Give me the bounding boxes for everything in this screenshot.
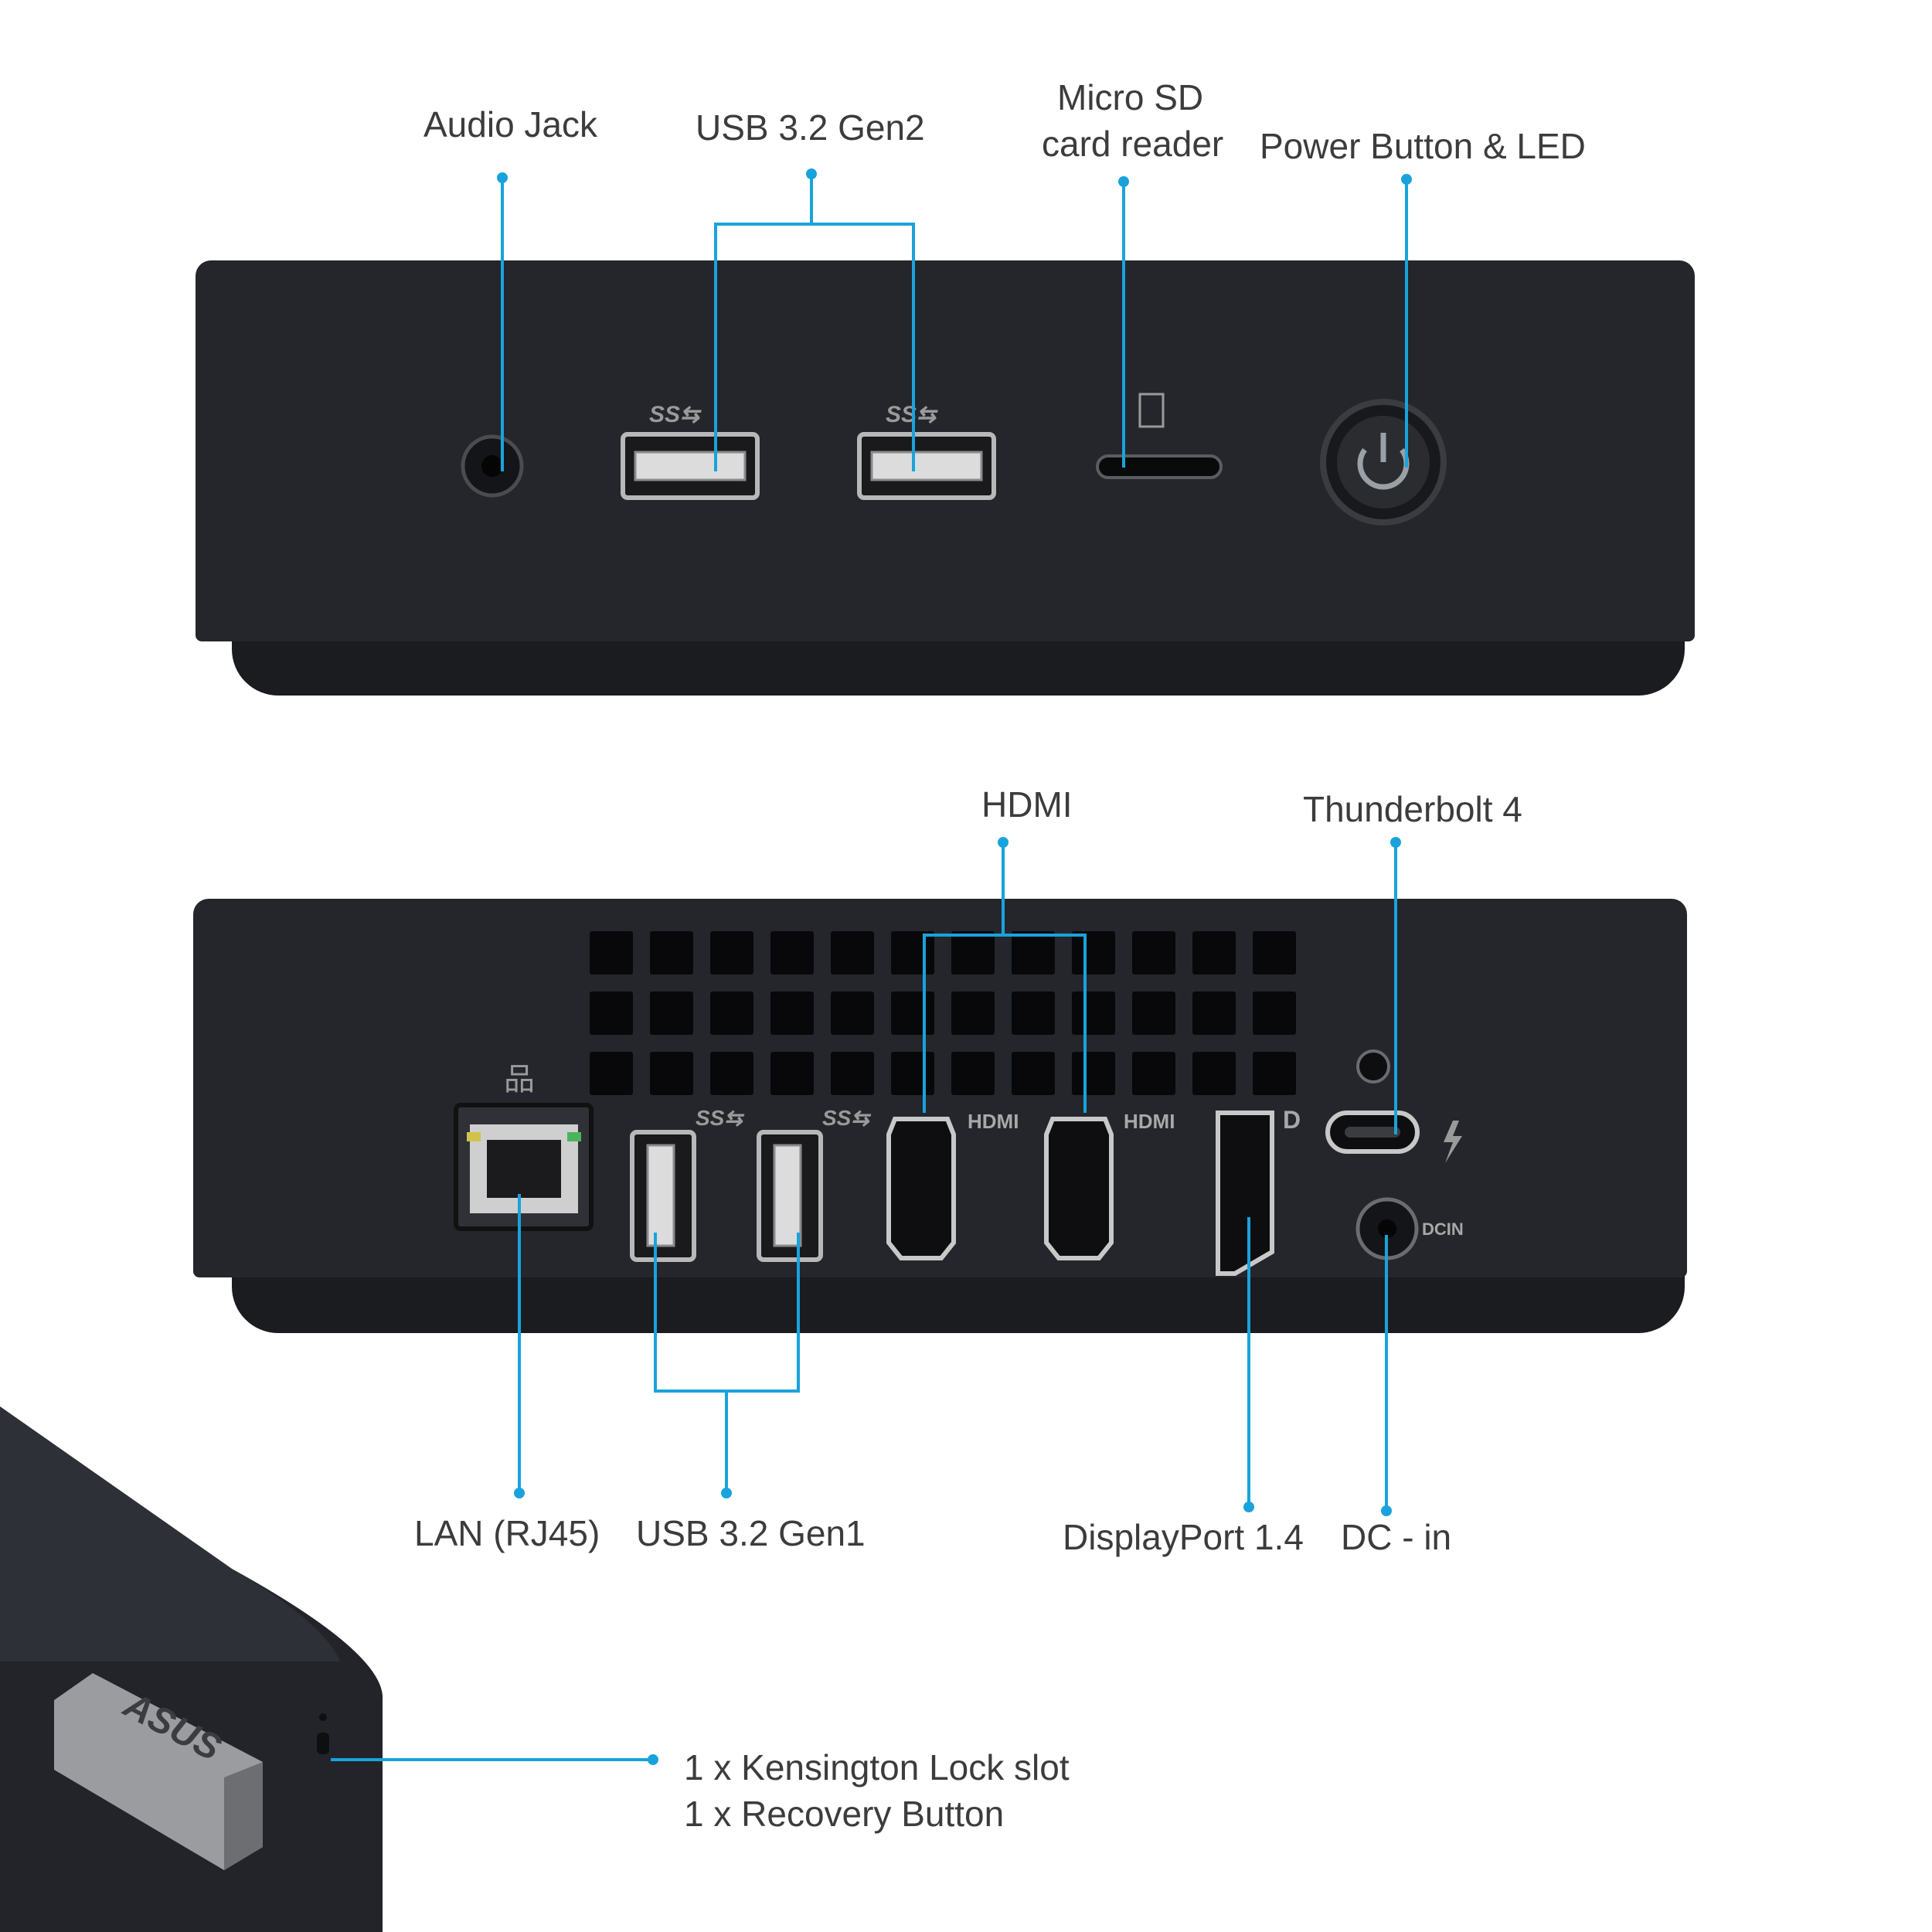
rear-device-base bbox=[232, 1275, 1685, 1333]
hdmi-port-1 bbox=[886, 1117, 956, 1260]
rear-ports: 品 SS⇆ SS⇆ HDMI HDMI D DCIN bbox=[454, 1049, 1464, 1276]
vent-slot bbox=[770, 992, 814, 1035]
vent-slot bbox=[891, 931, 934, 975]
hdmi-marking-2: HDMI bbox=[1124, 1110, 1175, 1133]
vent-slot bbox=[650, 1052, 693, 1095]
dcin-marking: DCIN bbox=[1422, 1219, 1464, 1239]
vent-slot bbox=[951, 992, 995, 1035]
vent-slot bbox=[590, 992, 633, 1035]
vent-slot bbox=[770, 931, 814, 975]
label-usb-gen2: USB 3.2 Gen2 bbox=[696, 107, 925, 148]
label-micro-sd-line2: card reader bbox=[1042, 124, 1224, 164]
label-displayport: DisplayPort 1.4 bbox=[1063, 1517, 1304, 1557]
vent-slot bbox=[1012, 992, 1055, 1035]
kensington-lock-slot bbox=[317, 1733, 329, 1754]
vent-slot bbox=[1192, 931, 1236, 975]
recovery-button bbox=[319, 1713, 327, 1721]
vent-slot bbox=[1072, 931, 1115, 975]
vent-slot bbox=[710, 1052, 753, 1095]
vent-slot bbox=[1253, 931, 1296, 975]
callout-dots bbox=[497, 168, 1412, 1765]
callout-lines bbox=[331, 174, 1408, 1761]
micro-sd-slot bbox=[1096, 454, 1223, 479]
label-audio-jack: Audio Jack bbox=[423, 104, 598, 145]
asus-logo-plate bbox=[54, 1673, 263, 1870]
vent-slot bbox=[710, 931, 753, 975]
vent-slot bbox=[1192, 1052, 1236, 1095]
vent-slot bbox=[1192, 992, 1236, 1035]
rear-audio-jack bbox=[1356, 1049, 1390, 1083]
front-ports: SS⇆ SS⇆ bbox=[461, 393, 1447, 526]
label-kensington: 1 x Kensington Lock slot bbox=[684, 1747, 1070, 1787]
vent-slot bbox=[1253, 1052, 1296, 1095]
vent-slot bbox=[590, 1052, 633, 1095]
svg-text:SS⇆: SS⇆ bbox=[649, 402, 702, 427]
vent-slot bbox=[1072, 992, 1115, 1035]
label-micro-sd-line1: Micro SD bbox=[1057, 77, 1204, 117]
thunderbolt-icon bbox=[1444, 1121, 1462, 1163]
vent-slot bbox=[1253, 992, 1296, 1035]
vent-slot bbox=[1132, 992, 1175, 1035]
vent-slot bbox=[1132, 931, 1175, 975]
vent-slot bbox=[1072, 1052, 1115, 1095]
rear-vent-grid bbox=[590, 931, 1296, 1095]
vent-slot bbox=[710, 992, 753, 1035]
hdmi-marking-1: HDMI bbox=[968, 1110, 1019, 1133]
vent-slot bbox=[831, 931, 874, 975]
lan-icon: 品 bbox=[504, 1062, 535, 1097]
vent-slot bbox=[1012, 931, 1055, 975]
vent-slot bbox=[770, 1052, 814, 1095]
label-usb-gen1: USB 3.2 Gen1 bbox=[636, 1513, 866, 1553]
label-dc-in: DC - in bbox=[1341, 1517, 1452, 1557]
label-recovery: 1 x Recovery Button bbox=[684, 1794, 1005, 1834]
vent-slot bbox=[650, 931, 693, 975]
vent-slot bbox=[650, 992, 693, 1035]
vent-slot bbox=[951, 931, 995, 975]
side-device: ASUS bbox=[0, 1406, 383, 1932]
vent-slot bbox=[1012, 1052, 1055, 1095]
vent-slot bbox=[831, 992, 874, 1035]
vent-slot bbox=[831, 1052, 874, 1095]
vent-slot bbox=[1132, 1052, 1175, 1095]
label-hdmi: HDMI bbox=[981, 784, 1073, 825]
label-lan: LAN (RJ45) bbox=[414, 1513, 600, 1553]
hdmi-port-2 bbox=[1044, 1117, 1114, 1260]
vent-slot bbox=[951, 1052, 995, 1095]
label-power-button: Power Button & LED bbox=[1260, 126, 1586, 166]
front-device-base bbox=[232, 634, 1685, 696]
label-thunderbolt: Thunderbolt 4 bbox=[1303, 789, 1522, 829]
vent-slot bbox=[891, 992, 934, 1035]
vent-slot bbox=[891, 1052, 934, 1095]
svg-text:SS⇆: SS⇆ bbox=[822, 1106, 871, 1130]
svg-text:SS⇆: SS⇆ bbox=[696, 1106, 744, 1130]
micro-sd-icon bbox=[1138, 393, 1165, 428]
vent-slot bbox=[590, 931, 633, 975]
displayport-icon: D bbox=[1283, 1106, 1301, 1134]
displayport-port bbox=[1216, 1111, 1274, 1276]
